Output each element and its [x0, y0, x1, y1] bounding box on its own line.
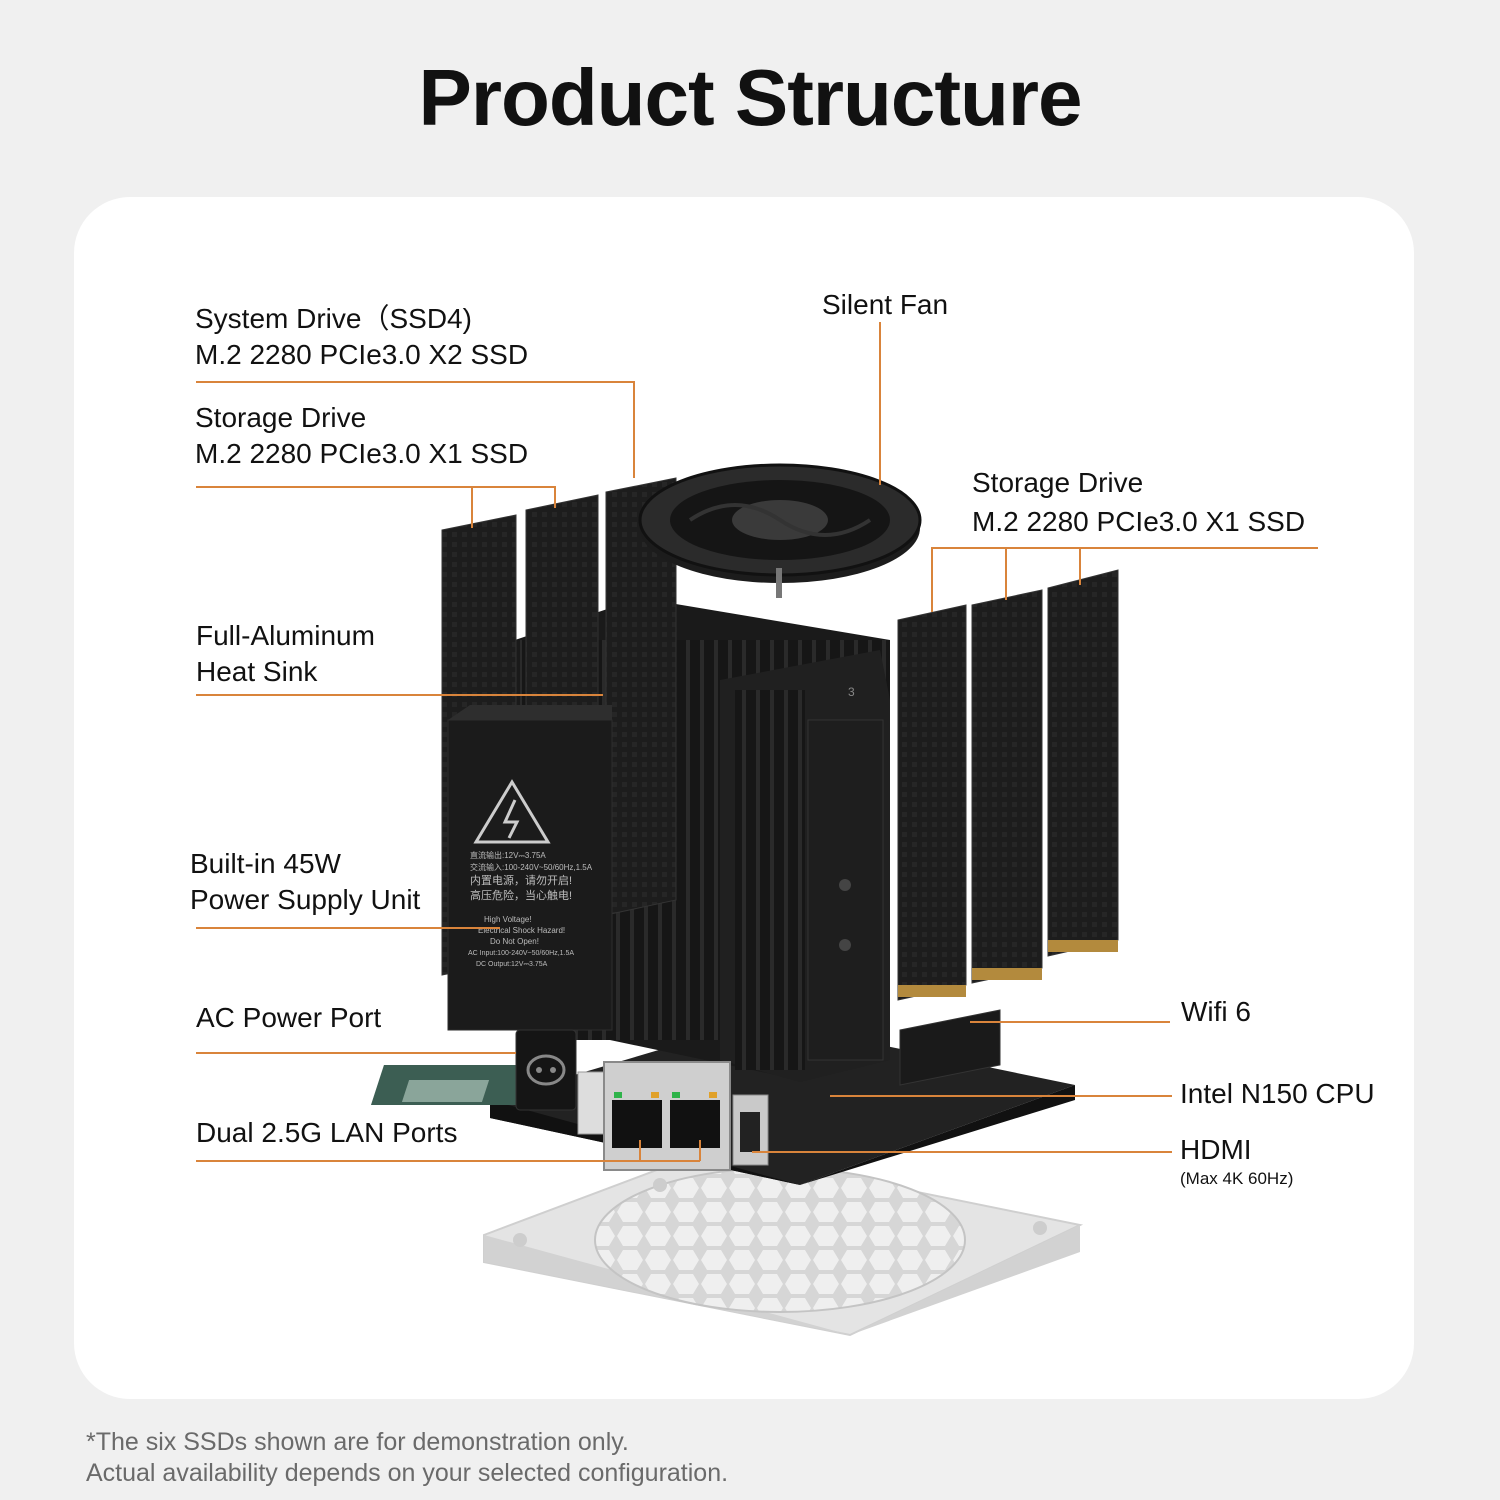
silent-fan [638, 463, 922, 598]
label-silent-fan: Silent Fan [822, 289, 949, 320]
label-storage-drive-left: Storage Drive M.2 2280 PCIe3.0 X1 SSD [195, 402, 529, 469]
leader-system-drive [196, 381, 635, 478]
label-system-drive: System Drive（SSD4) M.2 2280 PCIe3.0 X2 S… [195, 303, 529, 370]
footnote: *The six SSDs shown are for demonstratio… [86, 1427, 728, 1489]
psu-sticker-cn-3: 内置电源，请勿开启! [470, 873, 572, 887]
ac-power-port [515, 1029, 577, 1111]
psu-sticker-cn-4: 高压危险，当心触电! [470, 888, 572, 902]
page-title: Product Structure [418, 53, 1082, 142]
leader-storage-right [931, 547, 1318, 612]
wifi-card [899, 1009, 1001, 1086]
psu-sticker-en-2: Electrical Shock Hazard! [478, 926, 565, 935]
right-ssd-stack [897, 569, 1119, 1001]
leader-storage-left [196, 486, 556, 508]
psu-sticker-en-1: High Voltage! [484, 915, 532, 924]
io-ports [577, 1061, 769, 1171]
leader-lines [196, 322, 1318, 1162]
psu-sticker-en-4: AC Input:100-240V~50/60Hz,1.5A [468, 950, 574, 957]
psu-sticker-cn-1: 直流输出:12V⎓3.75A [470, 850, 546, 860]
heatsink-mark: 3 [848, 685, 855, 699]
psu-sticker-en-5: DC Output:12V⎓3.75A [476, 961, 548, 968]
label-ac-power-port: AC Power Port [196, 1002, 382, 1033]
label-power-supply: Built-in 45W Power Supply Unit [190, 848, 421, 915]
psu-sticker-en-3: Do Not Open! [490, 937, 539, 946]
power-supply-unit: 直流输出:12V⎓3.75A 交流输入:100-240V~50/60Hz,1.5… [447, 705, 613, 1031]
label-wifi: Wifi 6 [1181, 996, 1251, 1027]
label-hdmi: HDMI (Max 4K 60Hz) [1180, 1134, 1294, 1188]
footnote-line-1: *The six SSDs shown are for demonstratio… [86, 1428, 629, 1456]
base-plate [483, 1148, 1084, 1337]
label-lan-ports: Dual 2.5G LAN Ports [196, 1117, 458, 1148]
label-storage-drive-right: Storage Drive M.2 2280 PCIe3.0 X1 SSD [972, 467, 1306, 537]
label-cpu: Intel N150 CPU [1180, 1078, 1375, 1109]
psu-sticker-cn-2: 交流输入:100-240V~50/60Hz,1.5A [470, 862, 593, 872]
footnote-line-2: Actual availability depends on your sele… [86, 1459, 729, 1487]
label-heat-sink: Full-Aluminum Heat Sink [196, 620, 375, 687]
